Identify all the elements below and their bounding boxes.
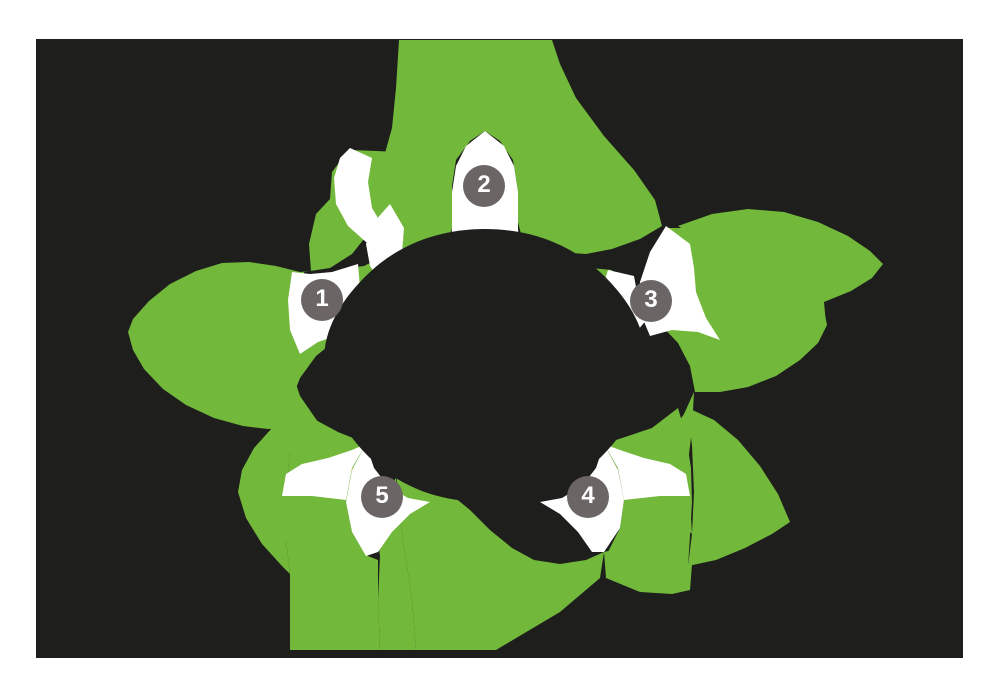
petal-bottom-center (396, 470, 604, 650)
step-badge-2-label: 2 (477, 171, 491, 198)
step-badge-3[interactable]: 3 (630, 280, 672, 322)
petal-bottom-right-block (604, 548, 692, 594)
step-badge-5-label: 5 (375, 482, 389, 509)
step-badge-4[interactable]: 4 (567, 476, 609, 518)
step-badge-1[interactable]: 1 (301, 279, 343, 321)
petal-lower-right-outer (688, 408, 790, 566)
gap-5-left (282, 444, 366, 500)
gap-1-upper (334, 148, 404, 248)
step-badge-2[interactable]: 2 (463, 165, 505, 207)
step-badge-1-label: 1 (315, 285, 329, 312)
step-badge-3-label: 3 (644, 286, 658, 313)
step-badge-4-label: 4 (581, 482, 595, 509)
diagram-core[interactable] (324, 229, 646, 502)
petal-top-right-shape (485, 40, 662, 254)
petal-lower-left-lobe (238, 414, 296, 574)
gap-4-right (604, 444, 690, 500)
connector-right-body (660, 392, 694, 534)
petal-upper-left-shape (128, 148, 380, 429)
pointer-right-leaf (678, 209, 883, 324)
step-badge-5[interactable]: 5 (361, 476, 403, 518)
petal-top[interactable] (370, 40, 662, 254)
petal-top-shape (370, 40, 485, 254)
